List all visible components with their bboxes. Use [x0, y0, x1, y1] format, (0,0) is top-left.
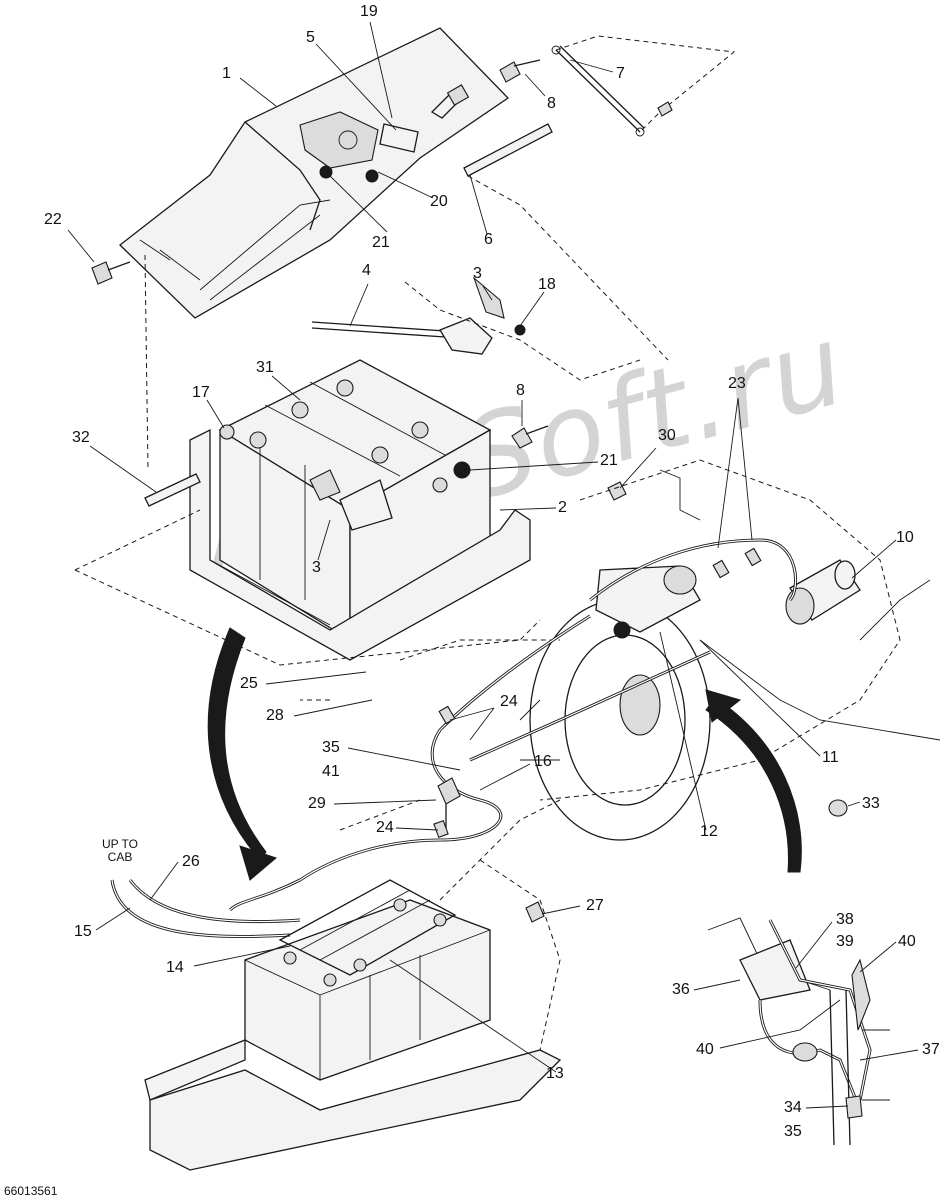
- callout-24-upper: 24: [500, 693, 518, 710]
- callout-2: 2: [558, 499, 567, 516]
- leader-lines: [67, 21, 919, 1109]
- callout-20: 20: [430, 193, 448, 210]
- nut-17: [219, 424, 235, 440]
- callout-41: 41: [322, 763, 340, 780]
- cab-cables: [110, 879, 301, 938]
- callout-3-lower: 3: [312, 559, 321, 576]
- nut-33: [828, 799, 848, 817]
- battery-cables: [228, 538, 797, 912]
- up-to-cab-note: UP TO CAB: [101, 837, 139, 864]
- curved-arrow-right: [705, 689, 802, 873]
- callout-3-upper: 3: [473, 265, 482, 282]
- callout-39: 39: [836, 933, 854, 950]
- callout-40-upper: 40: [898, 933, 916, 950]
- inset-detail: [707, 917, 890, 1146]
- callout-38: 38: [836, 911, 854, 928]
- hold-down-bar: [144, 473, 201, 507]
- callout-13: 13: [546, 1065, 564, 1082]
- callout-26: 26: [182, 853, 200, 870]
- hold-down-bracket: [311, 276, 641, 381]
- callout-14: 14: [166, 959, 184, 976]
- callout-22: 22: [44, 211, 62, 228]
- gas-spring: [551, 35, 736, 137]
- battery-box-lower: [144, 859, 562, 1171]
- callout-17: 17: [192, 384, 210, 401]
- callout-28: 28: [266, 707, 284, 724]
- bolt-lower: [511, 425, 549, 449]
- battery-pack-upper: [218, 359, 492, 642]
- callout-27: 27: [586, 897, 604, 914]
- callout-4: 4: [362, 262, 371, 279]
- callout-35-lower: 35: [784, 1123, 802, 1140]
- callout-23: 23: [728, 375, 746, 392]
- callout-29: 29: [308, 795, 326, 812]
- callout-33: 33: [862, 795, 880, 812]
- callout-8-lower: 8: [516, 382, 525, 399]
- callout-37: 37: [922, 1041, 940, 1058]
- callout-11: 11: [822, 749, 839, 766]
- callout-16: 16: [534, 753, 552, 770]
- callout-21-lower: 21: [600, 452, 618, 469]
- figure-id: 66013561: [4, 1184, 58, 1198]
- engine-block: [300, 459, 941, 901]
- callout-1: 1: [222, 65, 231, 82]
- support-rod: [463, 123, 669, 361]
- cover-latch: [379, 84, 470, 153]
- callout-34: 34: [784, 1099, 802, 1116]
- battery-cover-panel: [119, 27, 510, 319]
- starter-motor: [595, 559, 861, 639]
- callout-24-lower: 24: [376, 819, 394, 836]
- callout-35-upper: 35: [322, 739, 340, 756]
- callout-30: 30: [658, 427, 676, 444]
- callout-18: 18: [538, 276, 556, 293]
- callout-19: 19: [360, 3, 378, 20]
- bolt-cover: [91, 254, 149, 471]
- bolt-top: [499, 59, 541, 83]
- callout-36: 36: [672, 981, 690, 998]
- callout-31: 31: [256, 359, 274, 376]
- callout-6: 6: [484, 231, 493, 248]
- callout-7: 7: [616, 65, 625, 82]
- callout-15: 15: [74, 923, 92, 940]
- callout-40-lower: 40: [696, 1041, 714, 1058]
- callout-12: 12: [700, 823, 718, 840]
- callout-25: 25: [240, 675, 258, 692]
- callout-8-top: 8: [547, 95, 556, 112]
- callout-10: 10: [896, 529, 914, 546]
- callout-21-top: 21: [372, 234, 390, 251]
- callout-32: 32: [72, 429, 90, 446]
- battery-tray: [74, 428, 541, 666]
- curved-arrow-left: [207, 627, 278, 881]
- callout-5: 5: [306, 29, 315, 46]
